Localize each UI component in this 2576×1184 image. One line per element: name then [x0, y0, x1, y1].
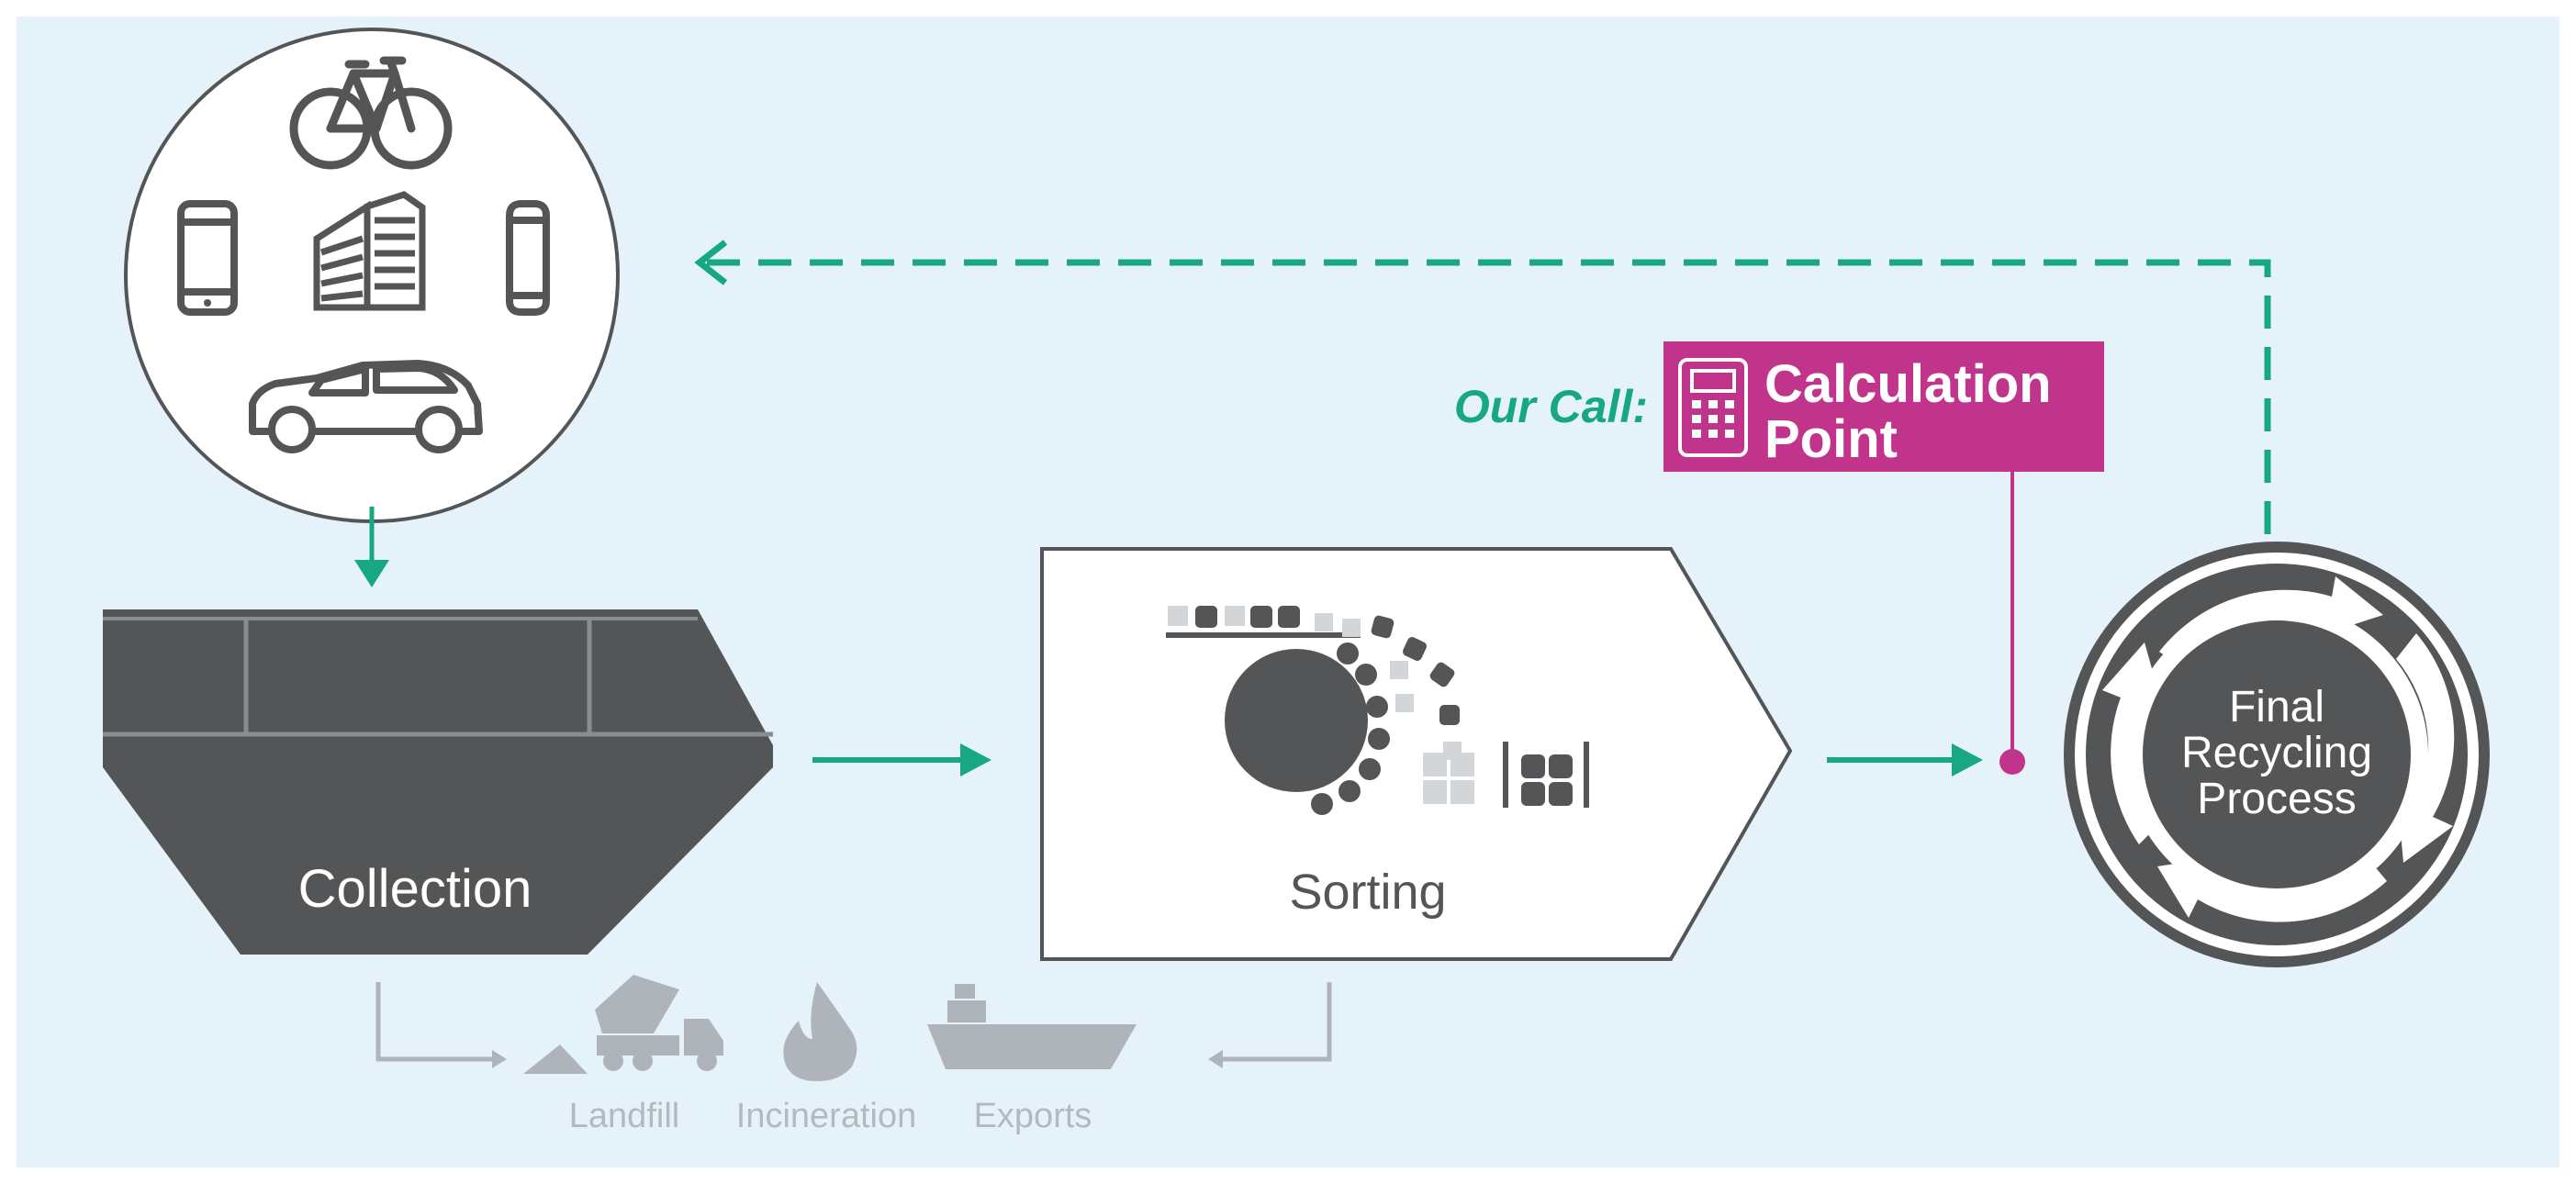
our-call-label: Our Call: — [1454, 381, 1648, 432]
flame-icon — [783, 982, 857, 1081]
car-icon — [249, 360, 483, 453]
sorting-box: Sorting — [1040, 547, 1793, 961]
leakage-routes — [375, 982, 1332, 1062]
products-circle — [124, 28, 620, 523]
calculation-label-line2: Point — [1764, 409, 1898, 469]
collection-label: Collection — [298, 859, 532, 919]
smartphone-icon — [177, 200, 238, 316]
building-icon — [313, 191, 426, 311]
final-label-line2: Recycling — [2181, 729, 2372, 777]
final-recycling-process: Final Recycling Process — [2064, 542, 2490, 967]
leakage-arrowhead-left — [492, 1050, 507, 1068]
bicycle-icon — [289, 56, 453, 170]
arrowhead-collection-to-sorting — [960, 743, 991, 776]
calculation-point-dot — [1999, 749, 2025, 775]
incineration-label: Incineration — [736, 1097, 916, 1135]
recycle-arrows-icon — [2102, 576, 2455, 922]
calculation-label-line1: Calculation — [1764, 354, 2052, 414]
final-label-line3: Process — [2197, 775, 2356, 823]
sorting-label: Sorting — [1289, 865, 1446, 920]
arrowhead-sorting-to-final — [1952, 743, 1983, 776]
collection-skip: Collection — [103, 609, 773, 955]
dump-truck-icon — [523, 975, 723, 1074]
final-label-line1: Final — [2229, 683, 2324, 732]
can-icon — [506, 200, 550, 316]
sorting-machine-icon — [1166, 606, 1589, 815]
ship-icon — [927, 984, 1137, 1069]
leakage-arrowhead-right — [1208, 1050, 1223, 1068]
calculation-point-badge: Calculation Point — [1663, 341, 2104, 472]
exports-label: Exports — [974, 1097, 1092, 1135]
calculator-icon — [1678, 358, 1748, 457]
feedback-loop-dashed-arrow — [705, 259, 2271, 534]
landfill-label: Landfill — [569, 1097, 679, 1135]
arrowhead-products-to-collection — [354, 560, 389, 587]
feedback-loop-arrowhead — [694, 240, 728, 285]
